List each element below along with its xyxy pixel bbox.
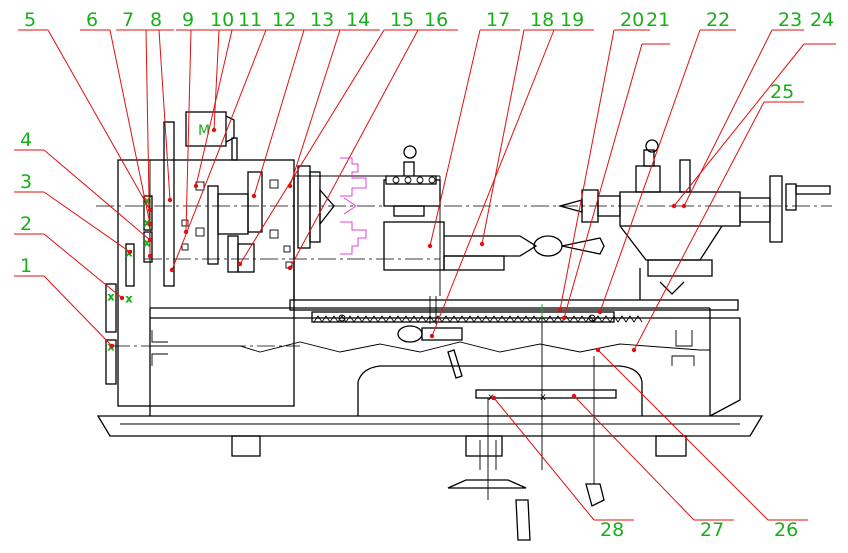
leader-line-19 <box>431 29 555 337</box>
leader-dot-24 <box>671 203 677 209</box>
leader-dot-25 <box>631 347 637 353</box>
svg-text:x: x <box>488 392 494 403</box>
svg-text:x: x <box>108 292 114 303</box>
leader-dot-16 <box>287 265 293 271</box>
leader-line-15 <box>239 29 385 265</box>
callout-20: 20 <box>620 9 644 31</box>
leader-dot-26 <box>595 347 601 353</box>
callout-12: 12 <box>272 9 296 31</box>
svg-text:x: x <box>126 294 132 305</box>
leader-dot-21 <box>561 315 567 321</box>
svg-text:x: x <box>144 196 150 207</box>
callout-4: 4 <box>20 129 32 151</box>
leader-line-11 <box>195 29 233 187</box>
leader-line-2 <box>43 233 123 299</box>
callout-5: 5 <box>24 9 36 31</box>
leader-dot-7 <box>147 253 153 259</box>
leader-dot-3 <box>127 249 133 255</box>
leader-line-24 <box>673 43 805 207</box>
leader-dot-12 <box>169 267 175 273</box>
leader-line-16 <box>289 29 419 269</box>
leader-dot-20 <box>557 307 563 313</box>
tailstock <box>557 139 831 300</box>
callout-2: 2 <box>20 213 32 235</box>
leader-line-9 <box>185 29 192 233</box>
leader-line-6 <box>109 29 151 225</box>
leader-line-23 <box>683 29 773 207</box>
leader-dot-23 <box>681 203 687 209</box>
callout-26: 26 <box>774 519 798 541</box>
callout-21: 21 <box>646 9 670 31</box>
callout-23: 23 <box>778 9 802 31</box>
leader-dot-11 <box>193 183 199 189</box>
leader-dot-2 <box>119 295 125 301</box>
leader-line-18 <box>481 29 525 245</box>
callout-7: 7 <box>122 9 134 31</box>
callout-18: 18 <box>530 9 554 31</box>
leader-line-27 <box>573 395 695 521</box>
shaft-marks: x x x x x x x <box>108 196 543 354</box>
callout-24: 24 <box>810 9 834 31</box>
leader-dot-17 <box>427 243 433 249</box>
leader-line-7 <box>145 29 151 257</box>
leader-dot-19 <box>429 333 435 339</box>
leader-dot-22 <box>597 309 603 315</box>
callout-19: 19 <box>560 9 584 31</box>
svg-text:x: x <box>144 238 150 249</box>
leader-line-28 <box>493 397 595 521</box>
callout-14: 14 <box>346 9 370 31</box>
bed-base <box>96 307 764 457</box>
callout-10: 10 <box>210 9 234 31</box>
callout-16: 16 <box>424 9 448 31</box>
chuck-jaws <box>340 157 367 255</box>
callout-3: 3 <box>20 171 32 193</box>
leader-lines <box>14 29 836 521</box>
leader-line-22 <box>599 29 701 313</box>
callout-27: 27 <box>700 519 724 541</box>
leader-line-1 <box>43 275 113 347</box>
callout-25: 25 <box>770 81 794 103</box>
leader-line-14 <box>289 29 341 187</box>
leader-dot-28 <box>491 395 497 401</box>
leader-line-12 <box>171 29 267 271</box>
svg-text:x: x <box>540 392 546 403</box>
leader-line-4 <box>43 149 151 241</box>
leader-dot-18 <box>479 241 485 247</box>
callout-1: 1 <box>20 255 32 277</box>
leader-line-25 <box>633 101 765 351</box>
callout-13: 13 <box>310 9 334 31</box>
leader-line-21 <box>563 43 643 319</box>
callout-6: 6 <box>86 9 98 31</box>
callout-17: 17 <box>486 9 510 31</box>
leader-dot-15 <box>237 261 243 267</box>
leader-dot-10 <box>211 127 217 133</box>
leader-line-5 <box>47 29 151 211</box>
leader-dot-6 <box>147 221 153 227</box>
callout-15: 15 <box>390 9 414 31</box>
svg-text:x: x <box>144 218 150 229</box>
callout-22: 22 <box>706 9 730 31</box>
leader-line-26 <box>597 349 769 521</box>
carriage <box>289 145 739 379</box>
callout-9: 9 <box>182 9 194 31</box>
leader-line-3 <box>43 191 131 253</box>
leader-line-13 <box>253 29 305 197</box>
callout-8: 8 <box>150 9 162 31</box>
leader-line-10 <box>213 29 220 131</box>
leader-dot-27 <box>571 393 577 399</box>
leader-line-17 <box>429 29 481 247</box>
callout-11: 11 <box>238 9 262 31</box>
leader-dot-5 <box>147 207 153 213</box>
leader-dot-1 <box>109 343 115 349</box>
leader-line-20 <box>559 29 615 311</box>
feed-levers: x x <box>447 318 617 541</box>
leader-line-8 <box>158 29 171 201</box>
leader-dot-13 <box>251 193 257 199</box>
leader-dot-8 <box>167 197 173 203</box>
callout-28: 28 <box>600 519 624 541</box>
motor-label: M <box>198 123 210 139</box>
